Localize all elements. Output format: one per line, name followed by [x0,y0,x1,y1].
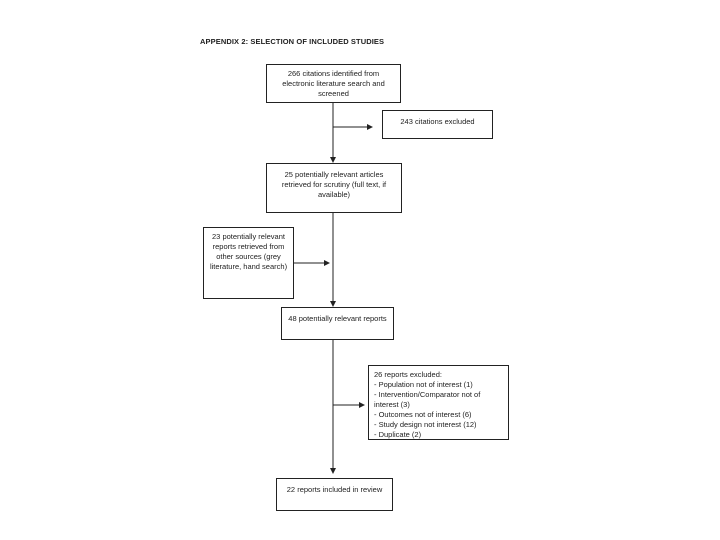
page-title: APPENDIX 2: SELECTION OF INCLUDED STUDIE… [200,37,385,46]
exclusion-reasons-list: - Population not of interest (1) - Inter… [374,380,503,440]
other-sources-box: 23 potentially relevant reports retrieve… [203,227,294,299]
relevant-reports-text: 48 potentially relevant reports [288,314,387,323]
identified-citations-text: 266 citations identified from electronic… [282,69,385,98]
reports-excluded-box: 26 reports excluded: - Population not of… [368,365,509,440]
exclusion-reason: - Study design not interest (12) [374,420,477,429]
exclusion-reason: - Intervention/Comparator not of interes… [374,390,481,409]
exclusion-reason: - Duplicate (2) [374,430,422,439]
relevant-reports-box: 48 potentially relevant reports [281,307,394,340]
excluded-citations-text: 243 citations excluded [400,117,475,126]
reports-excluded-heading: 26 reports excluded: [374,370,442,379]
retrieved-articles-box: 25 potentially relevant articles retriev… [266,163,402,213]
exclusion-reason: - Outcomes not of interest (6) [374,410,472,419]
identified-citations-box: 266 citations identified from electronic… [266,64,401,103]
exclusion-reason: - Population not of interest (1) [374,380,473,389]
included-reports-text: 22 reports included in review [286,485,383,494]
retrieved-articles-text: 25 potentially relevant articles retriev… [281,170,387,199]
other-sources-text: 23 potentially relevant reports retrieve… [209,232,288,271]
included-reports-box: 22 reports included in review [276,478,393,511]
excluded-citations-box: 243 citations excluded [382,110,493,139]
